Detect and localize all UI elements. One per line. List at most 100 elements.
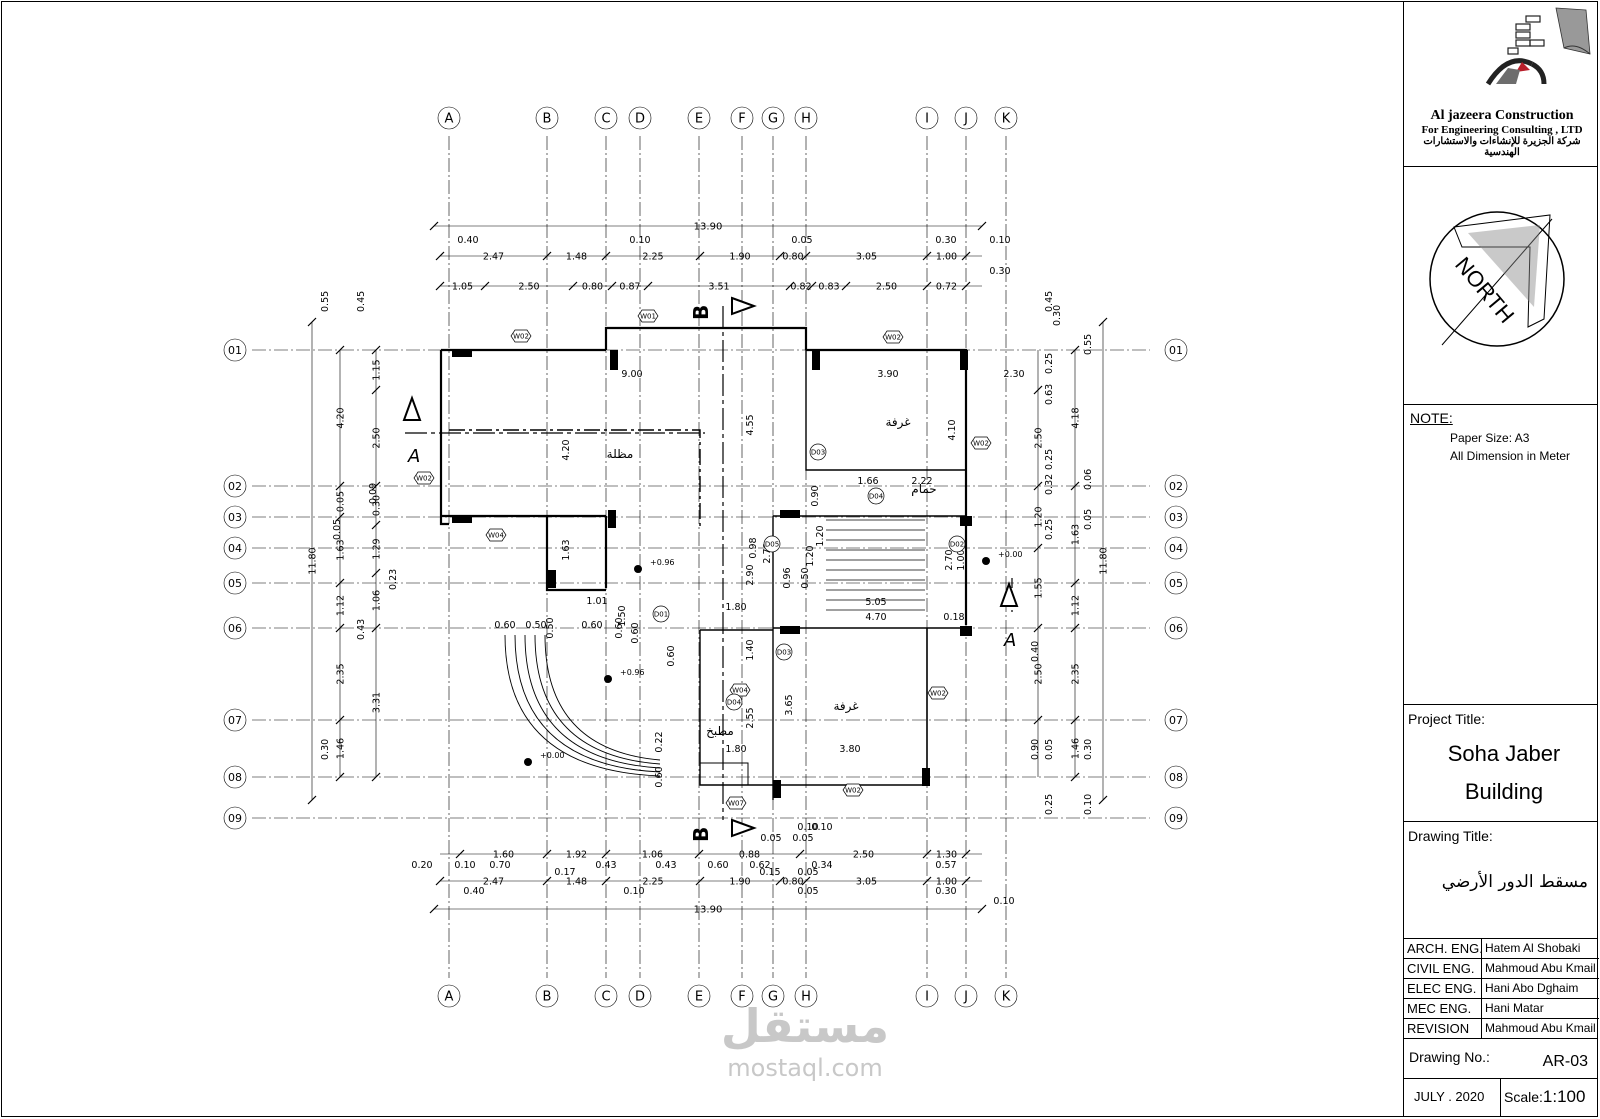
level-label: +0.00	[540, 751, 565, 760]
engineer-row: CIVIL ENG.Mahmoud Abu Kmail	[1404, 959, 1599, 979]
interior-dim-label: 0.50	[525, 620, 546, 631]
right-dim-2-label: 2.50	[1034, 427, 1045, 448]
bottom-dim-1-small: 0.20	[411, 860, 432, 871]
window-tag-label: W02	[845, 787, 861, 795]
engineer-name: Mahmoud Abu Kmail	[1485, 1021, 1596, 1035]
bottom-dim-1-small: 0.60	[707, 860, 728, 871]
bottom-dim-1-small: 0.05	[792, 833, 813, 844]
watermark-url: mostaql.com	[727, 1054, 883, 1082]
right-dim-2-tick	[1033, 481, 1043, 491]
interior-dim-label: 0.50	[545, 617, 556, 638]
bottom-dim-1-tick	[795, 849, 805, 859]
grid-bubble-col	[994, 984, 1018, 1008]
right-dim-2-label: 2.50	[1034, 663, 1045, 684]
grid-label-row: 03	[1169, 511, 1183, 524]
interior-dim-label: 5.05	[865, 597, 886, 608]
grid-label-row: 04	[1169, 542, 1183, 555]
interior-dim-label: 4.70	[865, 612, 886, 623]
bottom-dim-1-tick	[961, 849, 971, 859]
left-dim-2-small: 0.23	[388, 569, 399, 590]
interior-dim-label: 1.00	[956, 549, 967, 570]
left-dim-2-label: 0.30	[372, 495, 383, 516]
right-overall-tick	[1098, 795, 1108, 805]
overall-dim-label: 13.90	[694, 905, 723, 916]
grid-bubble-row	[1164, 536, 1188, 560]
top-dim-1-label: 1.48	[566, 252, 587, 263]
column-block	[773, 780, 781, 798]
right-dim-2-tick	[1033, 715, 1043, 725]
drawing-number: AR-03	[1542, 1053, 1588, 1070]
bottom-dim-2-small: 0.05	[797, 886, 818, 897]
column-block	[610, 350, 618, 370]
grid-bubble-row	[1164, 338, 1188, 362]
bottom-dim-1-small: 0.05	[797, 867, 818, 878]
interior-dim-label: 0.18	[943, 612, 964, 623]
door-tag	[763, 535, 781, 553]
interior-dim-label: 1.50	[617, 605, 628, 626]
right-dim-2-label: 1.20	[1034, 506, 1045, 527]
top-dim-1-label: 2.47	[483, 252, 504, 263]
grid-bubble-col	[594, 984, 618, 1008]
interior-dim-label: 3.65	[784, 694, 795, 715]
interior-dim-label: 3.80	[839, 744, 860, 755]
left-dim-1-tick	[335, 578, 345, 588]
top-dim-2-tick	[785, 281, 795, 291]
right-dim-2-small: 0.40	[1030, 641, 1041, 662]
interior-dim-label: 1.20	[805, 545, 816, 566]
interior-dim-label: 2.30	[1003, 369, 1024, 380]
top-dim-1-tick	[695, 251, 705, 261]
grid-label-row: 07	[228, 714, 242, 727]
bottom-dim-1-small: 0.57	[935, 860, 956, 871]
note-section: NOTE: Paper Size: A3 All Dimension in Me…	[1404, 405, 1598, 705]
bottom-dim-1-small: 0.10	[454, 860, 475, 871]
right-dim-1-small: 0.10	[1083, 794, 1094, 815]
left-dim-1-label: 1.46	[336, 738, 347, 759]
grid-bubble-col	[761, 106, 785, 130]
grid-bubble-row	[1164, 505, 1188, 529]
grid-bubble-row	[1164, 571, 1188, 595]
grid-label-col: A	[445, 112, 454, 127]
bottom-dim-1-label: 1.30	[936, 850, 957, 861]
bottom-dim-2-tick	[801, 876, 811, 886]
wall	[699, 762, 749, 786]
right-dim-1-label: 1.46	[1071, 738, 1082, 759]
wall	[805, 350, 966, 471]
interior-dim-label: 4.20	[561, 439, 572, 460]
wall	[545, 516, 606, 592]
canopy-outline	[449, 429, 701, 530]
interior-dim-label: 1.01	[586, 596, 607, 607]
top-dim-1-tick	[801, 251, 811, 261]
right-dim-1-label: 4.18	[1071, 407, 1082, 428]
grid-label-col: E	[695, 990, 703, 1005]
grid-label-col: D	[635, 112, 645, 127]
bottom-dim-1-tick	[455, 849, 465, 859]
door-tag-label: D02	[950, 541, 964, 549]
bottom-dim-2-tick	[695, 876, 705, 886]
interior-dim-label: 1.20	[815, 525, 826, 546]
top-dim-2-label: 0.83	[818, 282, 839, 293]
entrance-step	[534, 634, 661, 765]
grid-bubble-col	[730, 984, 754, 1008]
left-dim-2-label: 1.29	[372, 538, 383, 559]
bottom-dim-2-label: 2.25	[642, 877, 663, 888]
grid-bubble-col	[915, 984, 939, 1008]
interior-dim-label: 0.50	[800, 567, 811, 588]
bottom-dim-1-small: 0.70	[489, 860, 510, 871]
engineer-row: MEC ENG.Hani Matar	[1404, 999, 1599, 1019]
title-block: Al jazeera Construction For Engineering …	[1403, 2, 1599, 1117]
top-dim-2-tick	[807, 281, 817, 291]
left-dim-1-tick	[335, 481, 345, 491]
grid-label-col: C	[601, 990, 610, 1005]
bottom-dim-1-small: 0.34	[811, 860, 832, 871]
engineer-role: MEC ENG.	[1404, 999, 1482, 1018]
bottom-dim-1-tick	[601, 849, 611, 859]
level-label: +0.96	[620, 668, 645, 677]
section-label-a: A	[407, 446, 420, 467]
top-dim-2-small: 0.30	[989, 266, 1010, 277]
right-dim-2-tick	[1033, 543, 1043, 553]
right-dim-1-tick	[1070, 623, 1080, 633]
left-dim-2-label: 3.31	[372, 692, 383, 713]
